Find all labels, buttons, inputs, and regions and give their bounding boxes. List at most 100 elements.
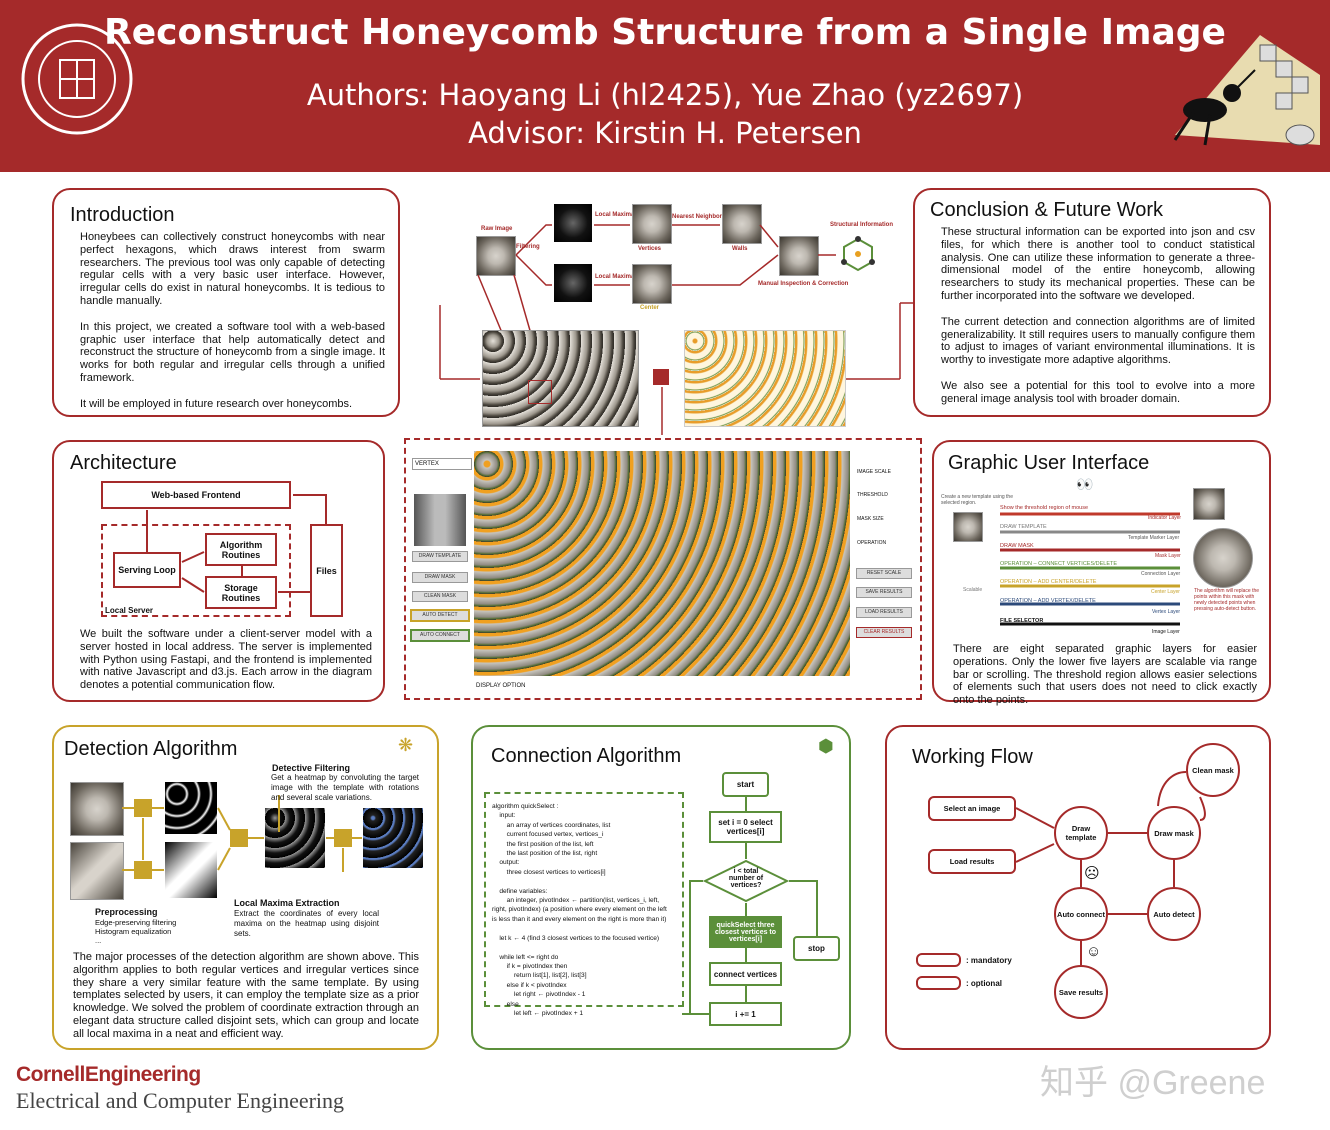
cornell-seal	[21, 23, 133, 135]
detect-pre-2: Histogram equalization	[95, 927, 172, 936]
detect-raw-thumb	[70, 782, 124, 836]
flow-increment: i += 1	[709, 1002, 782, 1026]
code-line: algorithm quickSelect :	[492, 803, 559, 810]
gui-template-thumb	[953, 512, 983, 542]
code-line: define variables:	[492, 887, 548, 895]
code-line: an integer, pivotIndex ← partition(list,…	[492, 897, 660, 905]
gui-clean-mask-button[interactable]: CLEAN MASK	[412, 591, 468, 602]
gui-draw-template-layer: DRAW TEMPLATE	[1000, 524, 1047, 530]
gui-slider-threshold[interactable]: THRESHOLD	[857, 492, 888, 498]
structure-thumb	[779, 236, 819, 276]
wf-draw-template: Draw template	[1054, 806, 1108, 860]
gui-comb-canvas[interactable]	[474, 451, 850, 676]
center-thumb	[632, 264, 672, 304]
department-name: Electrical and Computer Engineering	[16, 1088, 345, 1113]
raw-image-label: Raw Image	[481, 226, 513, 232]
comb-selection-box	[528, 380, 552, 404]
code-line: let right ← pivotIndex - 1	[492, 991, 586, 999]
gui-reset-scale-button[interactable]: RESET SCALE	[856, 568, 912, 579]
vertices-label: Vertices	[638, 246, 662, 252]
gui-slider-mask-size[interactable]: MASK SIZE	[857, 516, 884, 522]
gui-operation-select[interactable]: OPERATION	[857, 540, 887, 546]
detect-lm-title: Local Maxima Extraction	[234, 898, 340, 908]
detect-filter-title: Detective Filtering	[272, 763, 351, 773]
raw-image-thumb	[476, 236, 516, 276]
local-maxima-label-1: Local Maxima	[595, 212, 635, 218]
gui-draw-template-button[interactable]: DRAW TEMPLATE	[412, 551, 468, 562]
legend-mandatory-box	[916, 953, 961, 967]
wf-save-results: Save results	[1054, 965, 1108, 1019]
gui-connection-layer: Connection Layer	[1141, 571, 1181, 577]
workflow-arrows	[1015, 771, 1206, 965]
architecture-text: We built the software under a client-ser…	[80, 628, 372, 692]
gui-indicator-layer: Indicator Layer	[1148, 515, 1182, 521]
gui-image-layer: Image Layer	[1152, 629, 1180, 635]
detect-template-eq-thumb	[165, 842, 217, 898]
detect-template-thumb	[70, 842, 124, 900]
gui-mask-layer: Mask Layer	[1155, 553, 1181, 559]
conclusion-panel	[913, 188, 1271, 417]
detection-arrows	[122, 795, 362, 879]
detect-heatmap-thumb	[265, 808, 325, 868]
code-line: is less than it and every element on the…	[492, 915, 667, 923]
poster-advisor: Advisor: Kirstin H. Petersen	[468, 116, 862, 150]
gui-type-dropdown[interactable]: VERTEX	[412, 458, 472, 470]
wf-auto-detect: Auto detect	[1147, 887, 1201, 941]
detect-maxima-thumb	[363, 808, 423, 868]
introduction-p1: Honeybees can collectively construct hon…	[80, 231, 385, 307]
gui-auto-note: The algorithm will replace the points wi…	[1194, 588, 1260, 612]
gui-vertex-layer: Vertex Layer	[1152, 609, 1181, 615]
wf-draw-mask: Draw mask	[1147, 806, 1201, 860]
code-line: an array of vertices coordinates, list	[492, 821, 611, 829]
code-line: if k = pivotIndex then	[492, 962, 568, 970]
code-line: right, pivotIndex) (a position where eve…	[492, 906, 667, 914]
algorithm-routines-box: Algorithm Routines	[205, 533, 277, 566]
center-heatmap	[554, 264, 592, 302]
flow-arrows	[682, 797, 818, 1015]
introduction-panel	[52, 188, 400, 417]
gui-clear-results-button[interactable]: CLEAR RESULTS	[856, 627, 912, 638]
process-node	[653, 369, 669, 385]
code-line: output:	[492, 859, 520, 867]
detect-pre-3: ...	[95, 936, 102, 945]
legend-optional: : optional	[966, 979, 1002, 988]
conclusion-p2: The current detection and connection alg…	[941, 315, 1255, 367]
serving-loop-box: Serving Loop	[113, 552, 181, 588]
detect-pre-1: Edge-preserving filtering	[95, 918, 177, 927]
gui-threshold-thumb	[1193, 488, 1225, 520]
code-line: current focused vertex, vertices_i	[492, 831, 604, 839]
gui-slider-image-scale[interactable]: IMAGE SCALE	[857, 469, 891, 475]
gui-draw-mask-button[interactable]: DRAW MASK	[412, 572, 468, 583]
gui-draw-mask-layer: DRAW MASK	[1000, 543, 1034, 549]
flow-start: start	[722, 772, 769, 797]
wf-load-results: Load results	[928, 849, 1016, 874]
center-label: Center	[640, 305, 660, 311]
files-box: Files	[310, 524, 343, 617]
comb-raw-photo	[482, 330, 639, 427]
code-line	[492, 877, 678, 886]
gui-auto-connect-button[interactable]: AUTO CONNECT	[410, 629, 470, 642]
code-line: while left <= right do	[492, 953, 559, 961]
code-line	[492, 943, 678, 952]
gui-save-results-button[interactable]: SAVE RESULTS	[856, 587, 912, 598]
gui-load-results-button[interactable]: LOAD RESULTS	[856, 607, 912, 618]
poster-authors: Authors: Haoyang Li (hl2425), Yue Zhao (…	[306, 78, 1024, 112]
smile-icon: ☺	[1086, 943, 1102, 960]
comb-result-photo	[684, 330, 846, 427]
walls-label: Walls	[732, 246, 748, 252]
connection-title: Connection Algorithm	[491, 745, 682, 767]
code-line: input:	[492, 812, 516, 820]
conclusion-p3: We also see a potential for this tool to…	[941, 379, 1255, 405]
detect-pre-title: Preprocessing	[95, 907, 158, 917]
frown-icon: ☹	[1084, 865, 1100, 882]
architecture-arrows	[146, 494, 327, 593]
gui-file-selector: FILE SELECTOR	[1000, 618, 1044, 624]
introduction-p2: In this project, we created a software t…	[80, 320, 385, 384]
wf-auto-connect: Auto connect	[1054, 887, 1108, 941]
detect-filtered-thumb	[165, 782, 217, 834]
code-line: three closest vertices to vertices[i]	[492, 868, 606, 876]
gui-auto-detect-button[interactable]: AUTO DETECT	[410, 609, 470, 622]
local-maxima-label-2: Local Maxima	[595, 274, 635, 280]
flow-set-i: set i = 0 select vertices[i]	[709, 811, 782, 843]
gui-text: There are eight separated graphic layers…	[953, 643, 1257, 707]
